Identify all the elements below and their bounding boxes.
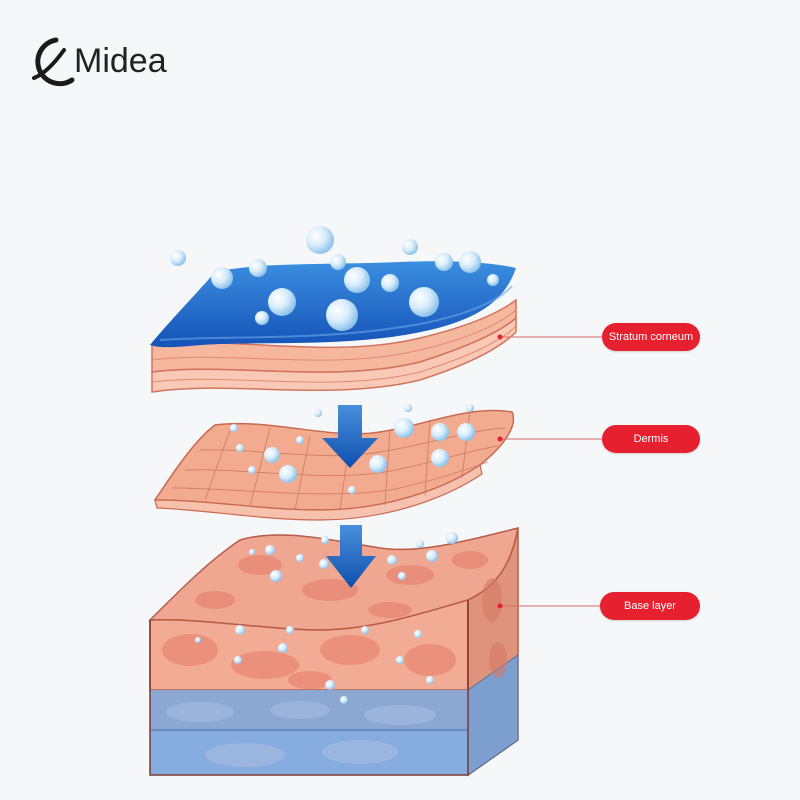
arrow-down-icon bbox=[322, 405, 378, 468]
brand-name: Midea bbox=[74, 42, 167, 80]
water-bubbles-top bbox=[170, 226, 499, 331]
arrow-down-icon bbox=[326, 525, 376, 588]
base-layer-block bbox=[148, 526, 519, 777]
water-bubbles-base bbox=[195, 532, 458, 704]
dermis-layer bbox=[153, 409, 515, 521]
midea-logo: Midea bbox=[26, 34, 186, 90]
midea-swoosh-icon bbox=[32, 37, 75, 87]
water-bubbles-dermis bbox=[230, 404, 475, 494]
label-stratum-corneum: Stratum corneum bbox=[602, 323, 700, 351]
label-dermis: Dermis bbox=[602, 425, 700, 453]
label-leader-lines bbox=[497, 334, 603, 609]
label-base-layer: Base layer bbox=[600, 592, 700, 620]
